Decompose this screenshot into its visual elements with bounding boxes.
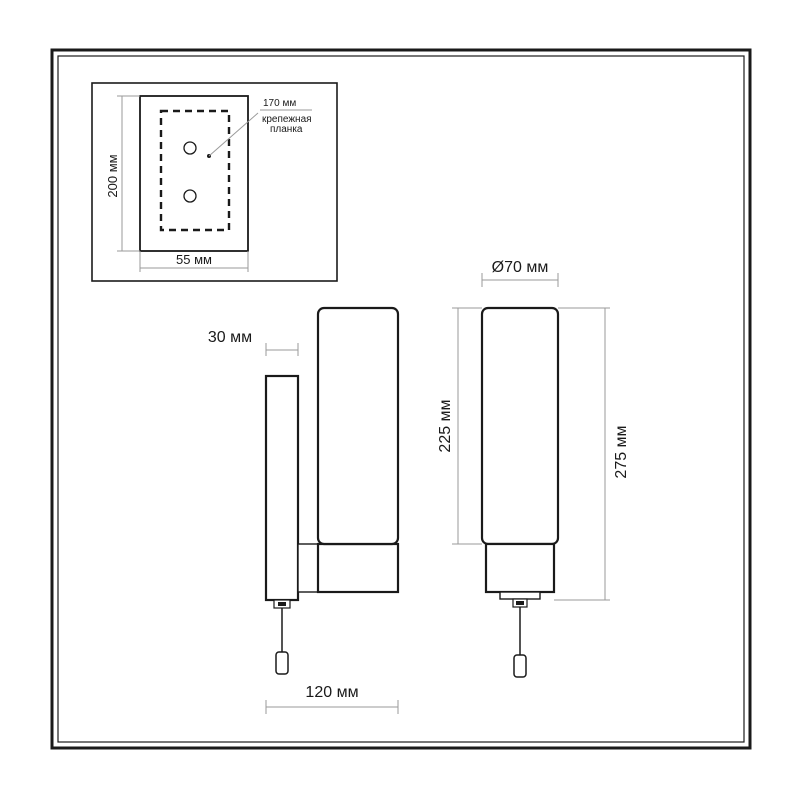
plate-height-dimension: 200 мм [105, 95, 140, 252]
mounting-bar-dashed [159, 109, 231, 232]
diameter-dimension: Ø70 мм [481, 259, 559, 287]
depth-label: 120 мм [305, 684, 358, 701]
screw-hole-bottom [183, 189, 197, 203]
side-pull-switch [273, 599, 291, 675]
shade-height-dimension: 225 мм [437, 307, 482, 545]
mount-plate-outline [139, 95, 249, 252]
side-lamp-base [316, 542, 400, 594]
front-pull-switch [512, 598, 528, 678]
callout-leader [208, 112, 259, 157]
screw-hole-top [183, 141, 197, 155]
front-lamp-base [484, 542, 556, 594]
callout-value: 170 мм [263, 98, 296, 109]
side-glass-shade [316, 306, 400, 546]
offset-label: 30 мм [208, 329, 252, 346]
drawing-frame [50, 48, 752, 750]
plate-width-label: 55 мм [176, 252, 212, 267]
callout-text-line2: планка [270, 124, 303, 135]
plate-height-label: 200 мм [105, 154, 120, 197]
side-wall-plate [264, 374, 300, 602]
diameter-label: Ø70 мм [492, 259, 549, 276]
mount-plate-inset: 170 мм крепежная планка 200 мм 55 мм [91, 82, 338, 282]
front-view: Ø70 мм 225 мм 275 мм [437, 259, 630, 678]
plate-width-dimension: 55 мм [139, 251, 249, 272]
total-height-dimension: 275 мм [554, 307, 630, 601]
total-height-label: 275 мм [613, 425, 630, 478]
front-base-cap [499, 591, 541, 600]
shade-height-label: 225 мм [437, 399, 454, 452]
depth-dimension: 120 мм [265, 684, 399, 714]
side-view: 30 мм 120 мм [208, 306, 400, 714]
callout-text-line1: крепежная [262, 114, 312, 125]
side-connector [297, 543, 319, 593]
front-glass-shade [480, 306, 560, 546]
offset-dimension: 30 мм [208, 329, 299, 356]
